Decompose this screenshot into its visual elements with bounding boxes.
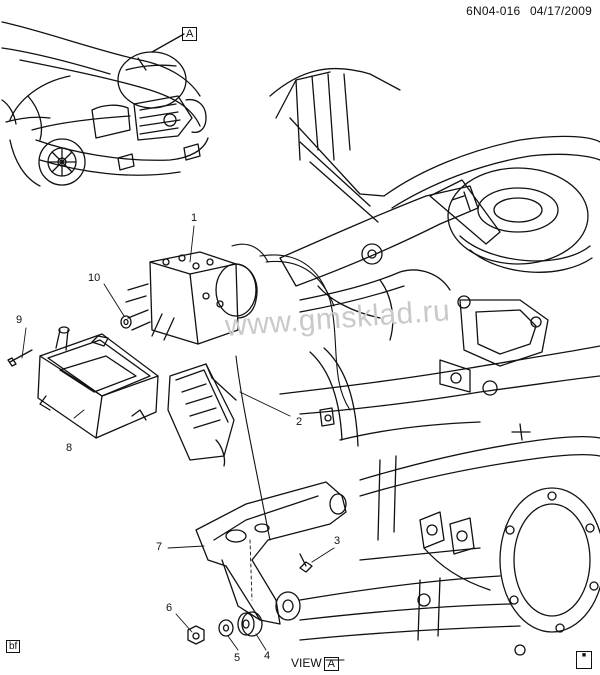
callout-6: 6 (166, 602, 173, 614)
view-a-callout: A (182, 24, 198, 42)
callout-10: 10 (88, 272, 101, 284)
callout-7: 7 (156, 541, 163, 553)
harness-connector (167, 363, 237, 467)
brake-modulator (125, 251, 258, 345)
diagram-header: 6N04-016 04/17/2009 (460, 4, 592, 18)
callout-9: 9 (16, 314, 23, 326)
corner-mark: bf (6, 640, 21, 653)
diagram-date: 04/17/2009 (529, 4, 592, 18)
view-label-text: VIEW (291, 656, 322, 670)
callout-4: 4 (264, 650, 271, 662)
view-a-box: A (182, 27, 198, 41)
body-structure (269, 67, 600, 656)
vehicle-inset (1, 21, 209, 187)
gm-badge-icon: ■ (576, 651, 592, 669)
callout-8: 8 (66, 442, 73, 454)
control-module (37, 326, 159, 439)
leader-lines (21, 225, 345, 661)
diagram-code: 6N04-016 (466, 4, 521, 18)
callout-3: 3 (334, 535, 341, 547)
callout-2: 2 (296, 416, 303, 428)
fasteners (7, 315, 313, 645)
view-label-letter: A (323, 657, 340, 671)
callout-1: 1 (191, 212, 198, 224)
callout-5: 5 (234, 652, 241, 664)
brake-lines (231, 243, 351, 541)
mounting-bracket (195, 481, 347, 625)
